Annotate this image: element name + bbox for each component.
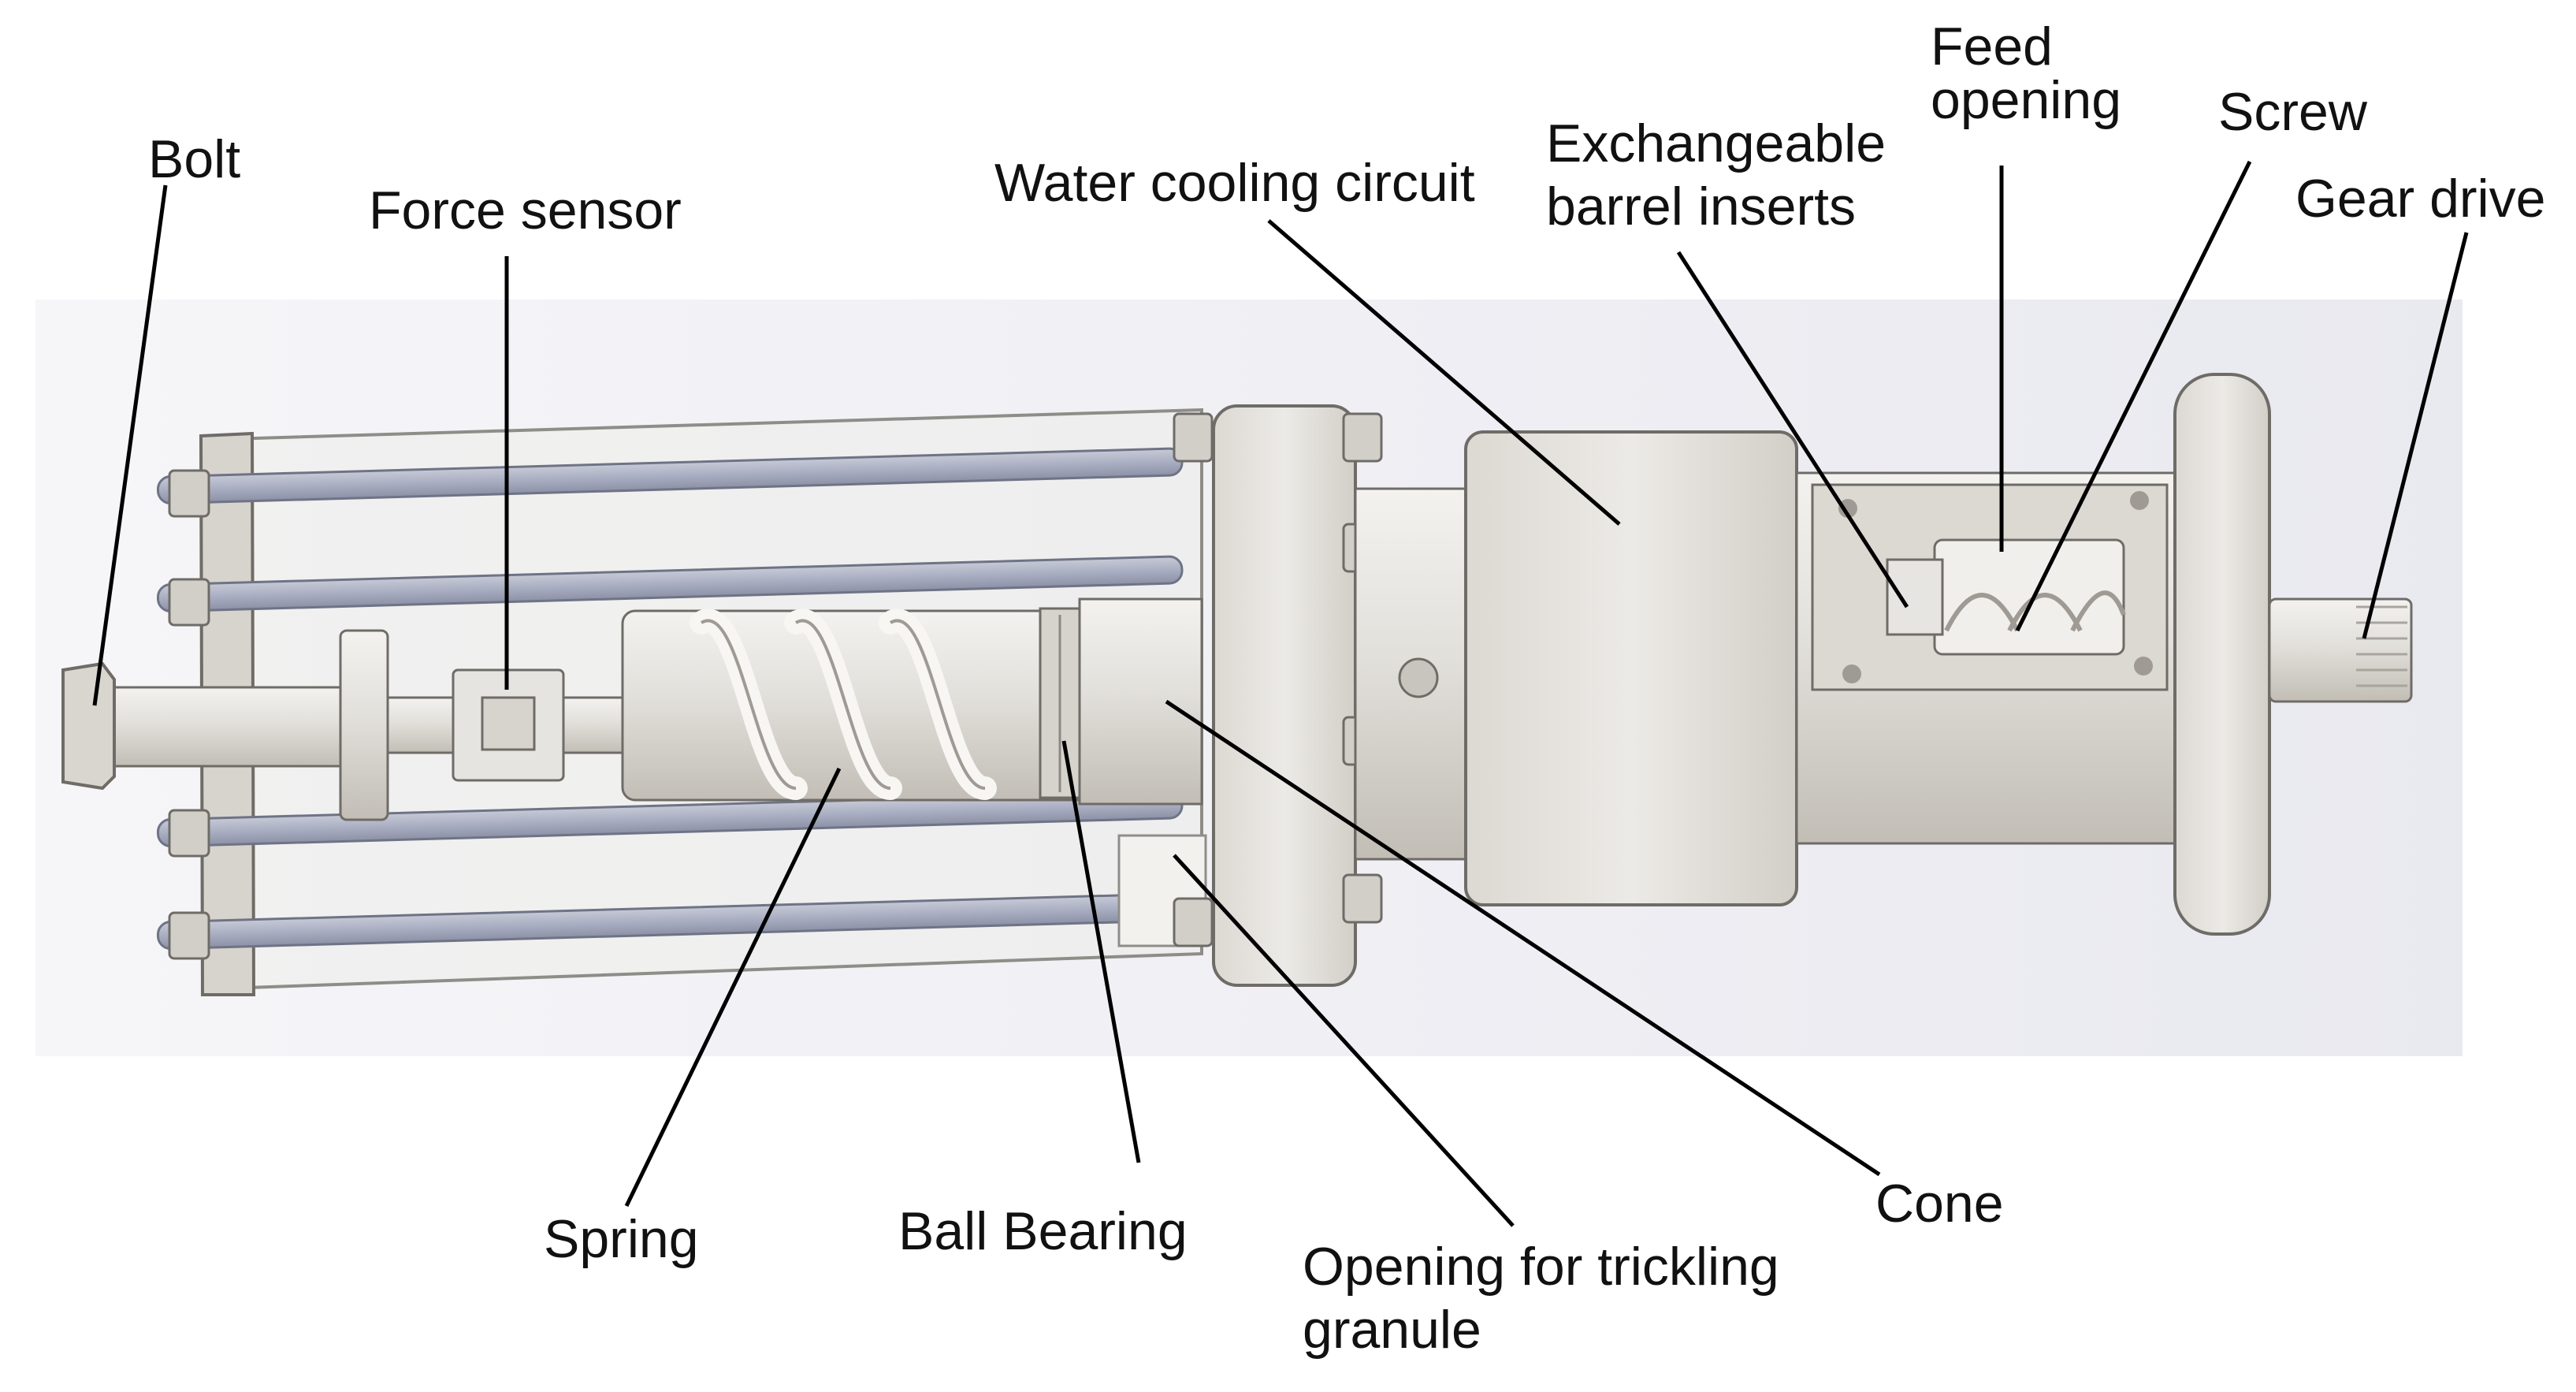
label-spring: Spring [544, 1209, 699, 1269]
labels: Bolt Force sensor Water cooling circuit … [148, 17, 2545, 1360]
tie-rod-2 [156, 555, 1184, 613]
label-exchangeable-line1: Exchangeable [1546, 114, 1886, 173]
nut [168, 809, 210, 858]
nut [1173, 897, 1214, 947]
cone-part [1078, 597, 1203, 806]
leader-cone [1165, 699, 1881, 1177]
label-opening-line1: Opening for trickling [1303, 1237, 1779, 1297]
label-exchangeable-line2: barrel inserts [1546, 177, 1856, 236]
label-feed-line2: opening [1931, 70, 2121, 130]
label-ball-bearing: Ball Bearing [898, 1201, 1188, 1261]
insert-block [1886, 558, 1944, 636]
nut [168, 911, 210, 960]
screw-flights [1944, 590, 2126, 632]
flange-bolt [1342, 873, 1383, 924]
label-feed-line1: Feed [1931, 17, 2053, 76]
leader-ball-bearing [1061, 740, 1141, 1163]
label-gear-drive: Gear drive [2295, 169, 2545, 229]
barrel-port [1398, 657, 1439, 698]
leader-water-cooling [1267, 219, 1621, 526]
leader-lines [92, 160, 2469, 1227]
force-sensor-core [481, 696, 536, 751]
leader-spring [624, 767, 842, 1208]
gear-drive-shaft [2268, 597, 2413, 703]
leader-bolt [92, 184, 168, 706]
water-cooling-jacket [1464, 430, 1798, 906]
label-opening-line2: granule [1303, 1300, 1481, 1360]
bolt-shaft [101, 686, 380, 768]
label-water-cooling: Water cooling circuit [994, 153, 1475, 213]
end-flange [2173, 373, 2271, 936]
label-cone: Cone [1875, 1174, 2004, 1234]
label-bolt: Bolt [148, 129, 240, 189]
label-screw: Screw [2218, 82, 2368, 142]
flange-bolt [1342, 412, 1383, 463]
machine-rendering [61, 373, 2413, 996]
leader-screw [2015, 160, 2252, 632]
label-force-sensor: Force sensor [369, 181, 682, 240]
inner-flange [339, 629, 389, 821]
main-flange [1212, 404, 1357, 987]
leader-opening [1173, 854, 1515, 1227]
nut [168, 578, 210, 627]
nut [1173, 412, 1214, 463]
leader-exchangeable [1676, 251, 1909, 609]
bolt-head [61, 661, 116, 791]
nut [168, 469, 210, 518]
leader-gear-drive [2362, 232, 2469, 639]
